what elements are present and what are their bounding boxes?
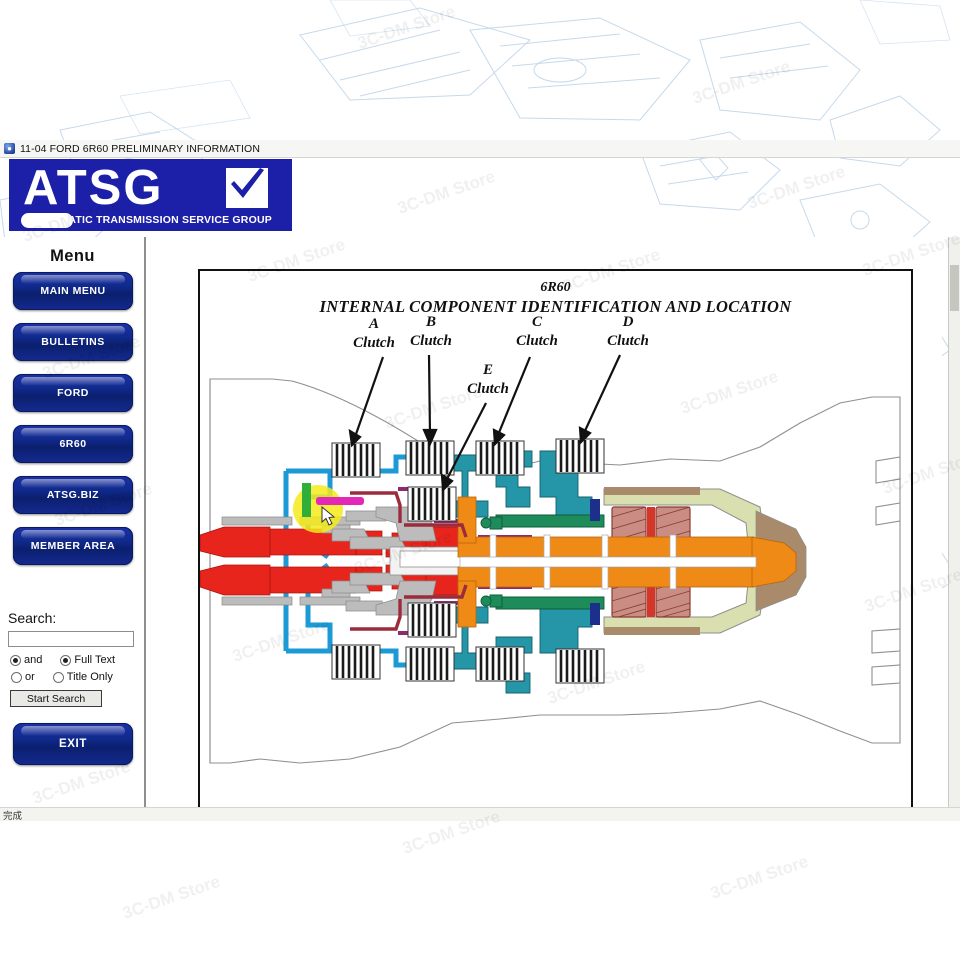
- steel-components: [221, 506, 491, 616]
- status-text: 完成: [3, 810, 23, 822]
- radio-dot: [11, 671, 22, 683]
- callout-labels: A Clutch B Clutch C Clutch D Clutch E Cl…: [353, 314, 649, 397]
- radio-label: or: [25, 671, 35, 683]
- callout-c-letter: C: [532, 314, 543, 330]
- callout-c-word: Clutch: [516, 333, 558, 349]
- callout-b-word: Clutch: [410, 333, 452, 349]
- search-label: Search:: [8, 610, 57, 626]
- exit-button-label: EXIT: [59, 738, 87, 750]
- radio-option-title-only[interactable]: Title Only: [52, 671, 113, 683]
- document-title-line2: INTERNAL COMPONENT IDENTIFICATION AND LO…: [319, 297, 792, 316]
- clutch-pack-c-lower: [475, 646, 525, 682]
- atsg-logo: ATSG AUTOMATIC TRANSMISSION SERVICE GROU…: [9, 159, 292, 231]
- callout-b-letter: B: [425, 314, 436, 330]
- radio-dot: [52, 671, 64, 683]
- radio-option-or[interactable]: or: [11, 671, 35, 683]
- clutch-pack-a-lower: [331, 644, 381, 680]
- radio-label: Title Only: [66, 671, 113, 683]
- callout-e-letter: E: [482, 362, 493, 378]
- clutch-pack-d-lower: [555, 648, 605, 684]
- navy-block: [590, 499, 600, 521]
- atsg-wordmark: ATSG: [23, 161, 164, 215]
- radio-option-full-text[interactable]: Full Text: [60, 654, 115, 666]
- document-title: 6R60 INTERNAL COMPONENT IDENTIFICATION A…: [200, 280, 911, 317]
- document-scrollbar[interactable]: [948, 237, 960, 807]
- selection-highlight: [293, 485, 343, 533]
- sidebar-item-member-area[interactable]: MEMBER AREA: [13, 527, 133, 565]
- sidebar-item-6r60[interactable]: 6R60: [13, 425, 133, 463]
- start-search-button[interactable]: Start Search: [10, 690, 102, 707]
- clutch-pack-c: [475, 440, 525, 476]
- callout-leaders: [348, 354, 621, 493]
- client-area: ATSG AUTOMATIC TRANSMISSION SERVICE GROU…: [0, 157, 960, 807]
- menu-heading: Menu: [50, 247, 95, 265]
- clutch-pack-group-lower: [331, 602, 605, 684]
- window-title-text: 11-04 FORD 6R60 PRELIMINARY INFORMATION: [20, 142, 261, 155]
- radio-label: Full Text: [74, 654, 116, 666]
- clutch-pack-d: [555, 438, 605, 474]
- window-title-bar: ● 11-04 FORD 6R60 PRELIMINARY INFORMATIO…: [0, 140, 960, 158]
- app-shield-icon: ●: [4, 143, 15, 154]
- check-mark-icon: [226, 168, 268, 208]
- radio-option-and[interactable]: and: [10, 654, 42, 666]
- clutch-pack-e: [407, 486, 457, 522]
- status-bar: 完成: [0, 807, 960, 822]
- document-viewer: 6R60 INTERNAL COMPONENT IDENTIFICATION A…: [147, 237, 942, 807]
- sidebar-item-label: BULLETINS: [41, 336, 105, 348]
- document-title-line1: 6R60: [540, 280, 571, 295]
- logo-band: ATSG AUTOMATIC TRANSMISSION SERVICE GROU…: [0, 157, 295, 237]
- sidebar-item-label: ATSG.BIZ: [46, 489, 100, 501]
- search-option-row-2: or Title Only: [10, 671, 138, 683]
- sidebar-item-label: FORD: [57, 387, 89, 399]
- scrollbar-thumb[interactable]: [950, 265, 959, 311]
- atsg-tagline: AUTOMATIC TRANSMISSION SERVICE GROUP: [29, 214, 272, 226]
- sidebar-item-label: 6R60: [59, 438, 87, 450]
- radio-dot: [60, 654, 72, 666]
- sidebar: Menu MAIN MENU BULLETINS FORD 6R60 ATSG.…: [0, 237, 146, 807]
- search-input[interactable]: [8, 631, 134, 647]
- green-marker: [302, 483, 311, 517]
- clutch-pack-a: [331, 442, 381, 478]
- maroon-rails: [350, 491, 468, 631]
- green-carrier: [480, 514, 605, 610]
- exit-button[interactable]: EXIT: [13, 723, 133, 765]
- sidebar-item-atsg-biz[interactable]: ATSG.BIZ: [13, 476, 133, 514]
- radio-label: and: [24, 654, 43, 666]
- navy-block: [590, 603, 600, 625]
- application-window: ● 11-04 FORD 6R60 PRELIMINARY INFORMATIO…: [0, 140, 960, 822]
- sidebar-divider: [144, 237, 146, 807]
- transmission-cutaway-diagram: A Clutch B Clutch C Clutch D Clutch E Cl…: [200, 314, 901, 764]
- callout-a-word: Clutch: [353, 335, 395, 351]
- search-option-row-1: and Full Text: [10, 654, 138, 666]
- callout-e-word: Clutch: [467, 381, 509, 397]
- document-page: 6R60 INTERNAL COMPONENT IDENTIFICATION A…: [198, 269, 913, 807]
- mouse-cursor: [321, 505, 336, 526]
- callout-d-letter: D: [622, 314, 634, 330]
- sidebar-item-label: MAIN MENU: [40, 285, 106, 297]
- sidebar-item-main-menu[interactable]: MAIN MENU: [13, 272, 133, 310]
- shaft-splines: [459, 534, 757, 590]
- magenta-marker: [316, 497, 364, 505]
- teal-carrier-assembly: [445, 450, 593, 694]
- sidebar-item-ford[interactable]: FORD: [13, 374, 133, 412]
- callout-a-letter: A: [368, 316, 379, 332]
- sidebar-item-bulletins[interactable]: BULLETINS: [13, 323, 133, 361]
- sidebar-item-label: MEMBER AREA: [30, 540, 116, 552]
- callout-d-word: Clutch: [607, 333, 649, 349]
- radio-dot: [10, 654, 21, 666]
- logo-oval-decor: [21, 213, 73, 228]
- clutch-pack-e-lower: [407, 602, 457, 638]
- clutch-pack-b-lower: [405, 646, 455, 682]
